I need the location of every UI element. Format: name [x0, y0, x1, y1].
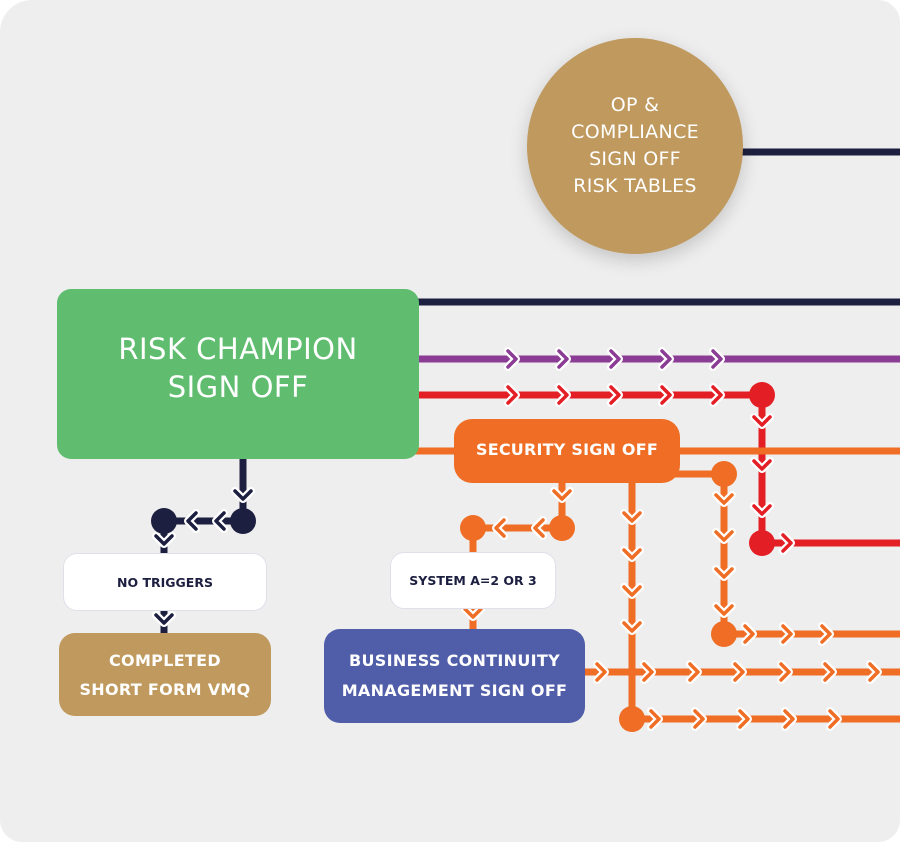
red-chevron-icon — [711, 385, 723, 405]
orange-chevron-icon — [714, 493, 734, 505]
purple-chevron-icon — [557, 349, 569, 369]
security-sign-off-node: SECURITY SIGN OFF — [454, 419, 680, 483]
system-a-condition: SYSTEM A=2 OR 3 — [390, 552, 556, 609]
orange-chevron-icon — [714, 604, 734, 616]
risk-champion-sign-off-node: RISK CHAMPION SIGN OFF — [57, 289, 419, 459]
system-a-label: SYSTEM A=2 OR 3 — [409, 573, 537, 588]
orange-chevron-icon — [823, 662, 835, 682]
navy-chevron-icon — [214, 511, 226, 531]
navy-chevron-icon — [154, 613, 174, 625]
red-chevron-icon — [752, 415, 772, 427]
no-triggers-label: NO TRIGGERS — [117, 574, 213, 590]
orange-chevron-icon — [494, 518, 506, 538]
navy-chevron-icon — [233, 489, 253, 501]
red-chevron-icon — [752, 504, 772, 516]
orange-chevron-icon — [649, 709, 661, 729]
bcm-line-1: BUSINESS CONTINUITY — [348, 651, 561, 670]
orange-chevron-icon — [781, 624, 793, 644]
security-branch-b-line — [675, 470, 900, 638]
orange-chevron-icon — [714, 530, 734, 542]
orange-chevron-icon — [733, 662, 745, 682]
orange-chevron-icon — [714, 567, 734, 579]
red-junction-dot — [749, 530, 775, 556]
orange-chevron-icon — [693, 709, 705, 729]
orange-junction-dot — [549, 515, 575, 541]
orange-chevron-icon — [642, 662, 654, 682]
orange-chevron-icon — [738, 709, 750, 729]
orange-chevron-icon — [622, 585, 642, 597]
completed-line-2: SHORT FORM VMQ — [79, 679, 251, 699]
orange-junction-dot — [711, 461, 737, 487]
red-chevron-icon — [752, 459, 772, 471]
purple-chevron-icon — [660, 349, 672, 369]
navy-junction-dot — [151, 508, 177, 534]
red-chevron-icon — [781, 533, 793, 553]
orange-chevron-icon — [828, 709, 840, 729]
red-chevron-icon — [557, 385, 569, 405]
completed-line-1: COMPLETED — [109, 650, 221, 670]
purple-chevron-icon — [609, 349, 621, 369]
orange-chevron-icon — [552, 489, 572, 501]
op-compliance-line-2: COMPLIANCE — [571, 121, 699, 143]
navy-junction-dot — [230, 508, 256, 534]
orange-chevron-icon — [622, 511, 642, 523]
op-compliance-line-3: SIGN OFF — [589, 148, 681, 170]
bcm-line-2: MANAGEMENT SIGN OFF — [341, 681, 568, 700]
security-label: SECURITY SIGN OFF — [476, 439, 658, 459]
orange-chevron-icon — [533, 518, 545, 538]
orange-junction-dot — [619, 706, 645, 732]
red-chevron-icon — [609, 385, 621, 405]
orange-chevron-icon — [622, 548, 642, 560]
navy-chevron-icon — [154, 534, 174, 546]
op-compliance-line-1: OP & — [610, 94, 660, 116]
op-compliance-sign-off-node: OP & COMPLIANCE SIGN OFF RISK TABLES — [527, 38, 743, 254]
orange-junction-dot — [711, 621, 737, 647]
business-continuity-sign-off-node: BUSINESS CONTINUITY MANAGEMENT SIGN OFF — [324, 629, 585, 723]
orange-chevron-icon — [595, 662, 607, 682]
orange-junction-dot — [460, 515, 486, 541]
red-chevron-icon — [660, 385, 672, 405]
completed-short-form-vmq-node: COMPLETED SHORT FORM VMQ — [59, 633, 271, 716]
risk-champion-line-1: RISK CHAMPION — [118, 332, 358, 366]
orange-chevron-icon — [743, 624, 755, 644]
navy-chevron-icon — [186, 511, 198, 531]
orange-chevron-icon — [622, 621, 642, 633]
red-junction-dot — [749, 382, 775, 408]
purple-chevron-icon — [711, 349, 723, 369]
orange-chevron-icon — [463, 607, 483, 619]
risk-champion-line-2: SIGN OFF — [167, 370, 309, 404]
orange-chevron-icon — [783, 709, 795, 729]
orange-chevron-icon — [779, 662, 791, 682]
security-system-a-line — [469, 480, 566, 560]
op-compliance-line-4: RISK TABLES — [573, 175, 697, 197]
security-branch-a-line — [628, 480, 900, 723]
purple-chevron-icon — [506, 349, 518, 369]
risk-no-triggers-line — [160, 455, 247, 560]
orange-chevron-icon — [868, 662, 880, 682]
orange-chevron-icon — [688, 662, 700, 682]
no-triggers-condition: NO TRIGGERS — [63, 553, 267, 611]
red-chevron-icon — [506, 385, 518, 405]
orange-chevron-icon — [820, 624, 832, 644]
